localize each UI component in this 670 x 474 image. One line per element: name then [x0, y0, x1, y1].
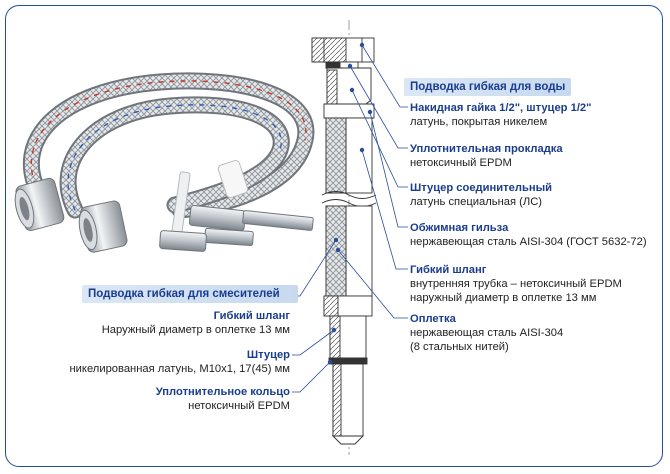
o-ring-label: Уплотнительное кольцо нетоксичный EPDM: [156, 385, 290, 413]
flex-hose-diameter: наружный диаметр в оплетке 13 мм: [410, 292, 597, 304]
leader-lines: [292, 42, 408, 393]
connector-heading: Штуцер соединительный: [410, 182, 553, 194]
flex-hose-heading: Гибкий шланг: [410, 264, 487, 276]
gasket-heading: Уплотнительная прокладка: [410, 143, 563, 155]
braid-material: нержавеющая сталь AISI-304: [410, 327, 564, 339]
union-nut-label: Накидная гайка 1/2", штуцер 1/2" латунь,…: [410, 101, 591, 129]
mixer-fitting-heading: Штуцер: [246, 349, 290, 361]
gasket-label: Уплотнительная прокладка нетоксичный EPD…: [410, 142, 563, 170]
mixer-hose-heading: Гибкий шланг: [213, 310, 290, 322]
crimp-sleeve-label: Обжимная гильза нержавеющая сталь AISI-3…: [410, 221, 647, 249]
left-section-title: Подводка гибкая для смесителей: [82, 285, 298, 303]
mixer-fitting-spec: никелированная латунь, М10х1, 17(45) мм: [69, 363, 291, 375]
braid-label: Оплетка нержавеющая сталь AISI-304 (8 ст…: [410, 312, 563, 354]
crimp-sleeve-heading: Обжимная гильза: [410, 222, 509, 234]
gasket-material: нетоксичный EPDM: [410, 157, 512, 169]
union-nut-material: латунь, покрытая никелем: [410, 116, 548, 128]
braid-threads: (8 стальных нитей): [410, 341, 509, 353]
crimp-sleeve-material: нержавеющая сталь AISI-304 (ГОСТ 5632-72…: [410, 236, 647, 248]
mixer-hose-label: Гибкий шланг Наружный диаметр в оплетке …: [102, 309, 290, 337]
mixer-fitting-label: Штуцер никелированная латунь, М10х1, 17(…: [70, 348, 291, 376]
connector-material: латунь специальная (ЛС): [410, 196, 543, 208]
cross-section-drawing: [311, 20, 377, 455]
o-ring-heading: Уплотнительное кольцо: [155, 386, 290, 398]
mixer-hose-diameter: Наружный диаметр в оплетке 13 мм: [101, 324, 290, 336]
connector-label: Штуцер соединительный латунь специальная…: [410, 181, 552, 209]
right-section-title: Подводка гибкая для воды: [404, 78, 572, 96]
union-nut-heading: Накидная гайка 1/2", штуцер 1/2": [410, 102, 592, 114]
flex-hose-inner-tube: внутренняя трубка – нетоксичный EPDM: [410, 278, 622, 290]
flex-hose-label: Гибкий шланг внутренняя трубка – нетокси…: [410, 263, 622, 305]
o-ring-material: нетоксичный EPDM: [188, 400, 290, 412]
hose-photo: [14, 72, 315, 253]
braid-heading: Оплетка: [410, 313, 456, 325]
